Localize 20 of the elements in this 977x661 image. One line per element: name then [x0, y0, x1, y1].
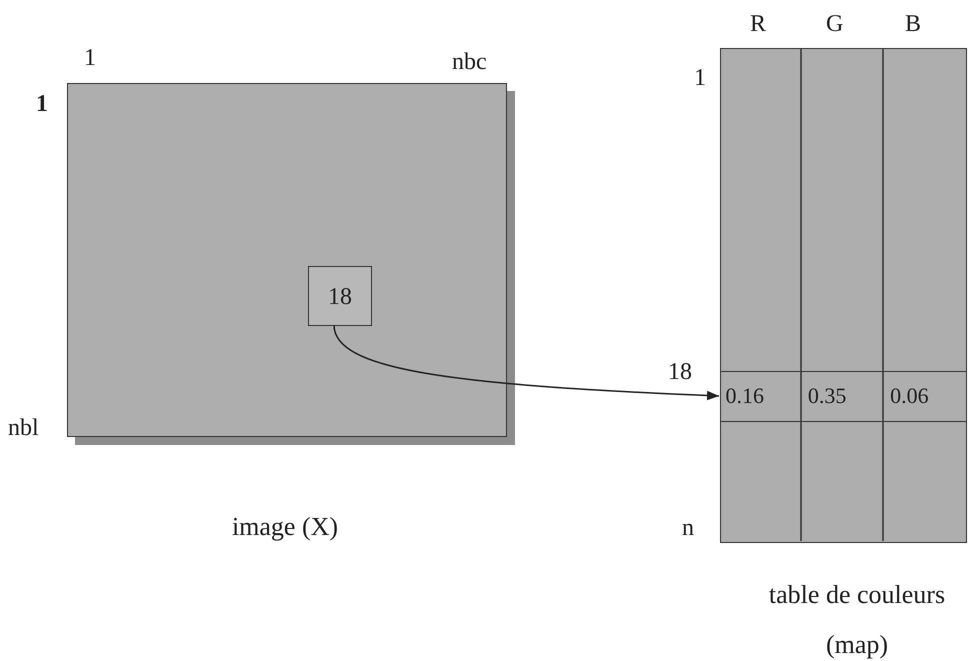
row-index: 1 — [694, 66, 706, 90]
row-index: 18 — [668, 360, 692, 384]
color-value: 0.06 — [890, 385, 929, 407]
column-index: 1 — [84, 46, 96, 70]
color-value: 0.35 — [808, 385, 846, 407]
arrow — [333, 324, 720, 400]
color-table — [720, 48, 967, 543]
pixel-value: 18 — [327, 285, 353, 309]
column-header: G — [826, 12, 844, 36]
table-row — [720, 371, 966, 422]
row-index: 1 — [36, 92, 48, 116]
table-caption: table de couleurs (map) — [768, 579, 946, 661]
image-caption: image (X) — [230, 511, 340, 543]
column-header: B — [905, 12, 922, 36]
row-count-label: nbl — [8, 416, 39, 440]
row-index: n — [682, 516, 694, 540]
column-header: R — [750, 12, 766, 36]
column-count-label: nbc — [452, 50, 487, 74]
pixel-box — [308, 266, 372, 326]
color-value: 0.16 — [726, 385, 764, 407]
